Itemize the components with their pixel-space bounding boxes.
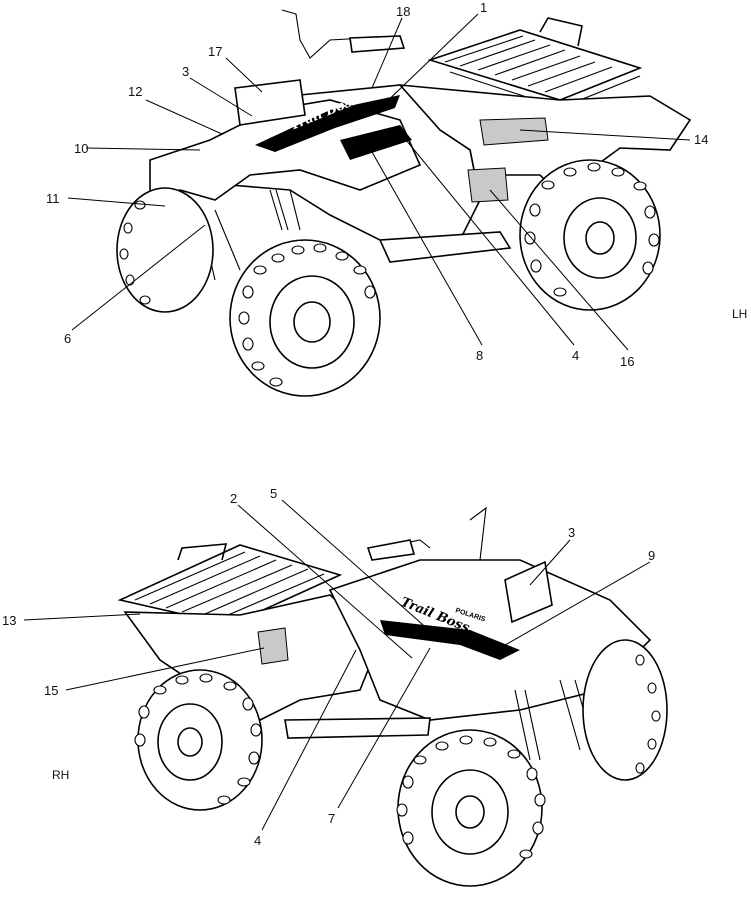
- rear-wheel-lh: [519, 159, 661, 311]
- callout-1: 1: [480, 0, 487, 15]
- tank-decal-stripe: [255, 95, 400, 152]
- callout-8: 8: [476, 348, 483, 363]
- rear-wheel-rh: [134, 669, 263, 811]
- callout-13: 13: [2, 613, 16, 628]
- callout-4-lh: 4: [572, 348, 579, 363]
- side-label-lh: LH: [732, 307, 747, 321]
- front-wheel-far-rh: [582, 639, 668, 781]
- callout-12: 12: [128, 84, 142, 99]
- front-wheel-far-lh: [116, 187, 214, 313]
- callout-4-rh: 4: [254, 833, 261, 848]
- side-label-rh: RH: [52, 768, 69, 782]
- callout-5: 5: [270, 486, 277, 501]
- atv-left-side-view: Trail Boss: [116, 9, 692, 397]
- rear-fender-decal-lh: [479, 117, 549, 146]
- tank-decal-stripe-rh: [380, 620, 520, 660]
- side-number-decal-lh: [340, 125, 412, 160]
- callout-3-rh: 3: [568, 525, 575, 540]
- footrest-lh: [378, 231, 512, 263]
- rear-fender-decal-rh: [257, 627, 289, 665]
- headlight-pod-rh: [504, 560, 553, 624]
- callout-11: 11: [46, 191, 60, 206]
- callout-18: 18: [396, 4, 410, 19]
- callout-15: 15: [44, 683, 58, 698]
- headlight-pod-lh: [234, 79, 306, 126]
- leader-lines-right-view: [23, 499, 651, 831]
- callout-9: 9: [648, 548, 655, 563]
- footrest-rh: [284, 717, 431, 739]
- callout-6: 6: [64, 331, 71, 346]
- callout-7: 7: [328, 811, 335, 826]
- rear-rack: [427, 17, 643, 109]
- callout-14: 14: [694, 132, 708, 147]
- callout-2: 2: [230, 491, 237, 506]
- front-wheel-lh: [229, 239, 381, 397]
- callout-10: 10: [74, 141, 88, 156]
- callout-16: 16: [620, 354, 634, 369]
- callout-3: 3: [182, 64, 189, 79]
- callout-17: 17: [208, 44, 222, 59]
- leader-lines-left-view: [67, 13, 691, 351]
- front-wheel-rh: [396, 729, 546, 887]
- rear-fender-lower-decal-lh: [467, 167, 509, 203]
- atv-right-side-view: Trail Boss POLARIS: [117, 506, 668, 887]
- callout-labels: 18 1 17 3 12 10 14 11 6 8 4 16 2 5 3 9 1…: [2, 0, 708, 848]
